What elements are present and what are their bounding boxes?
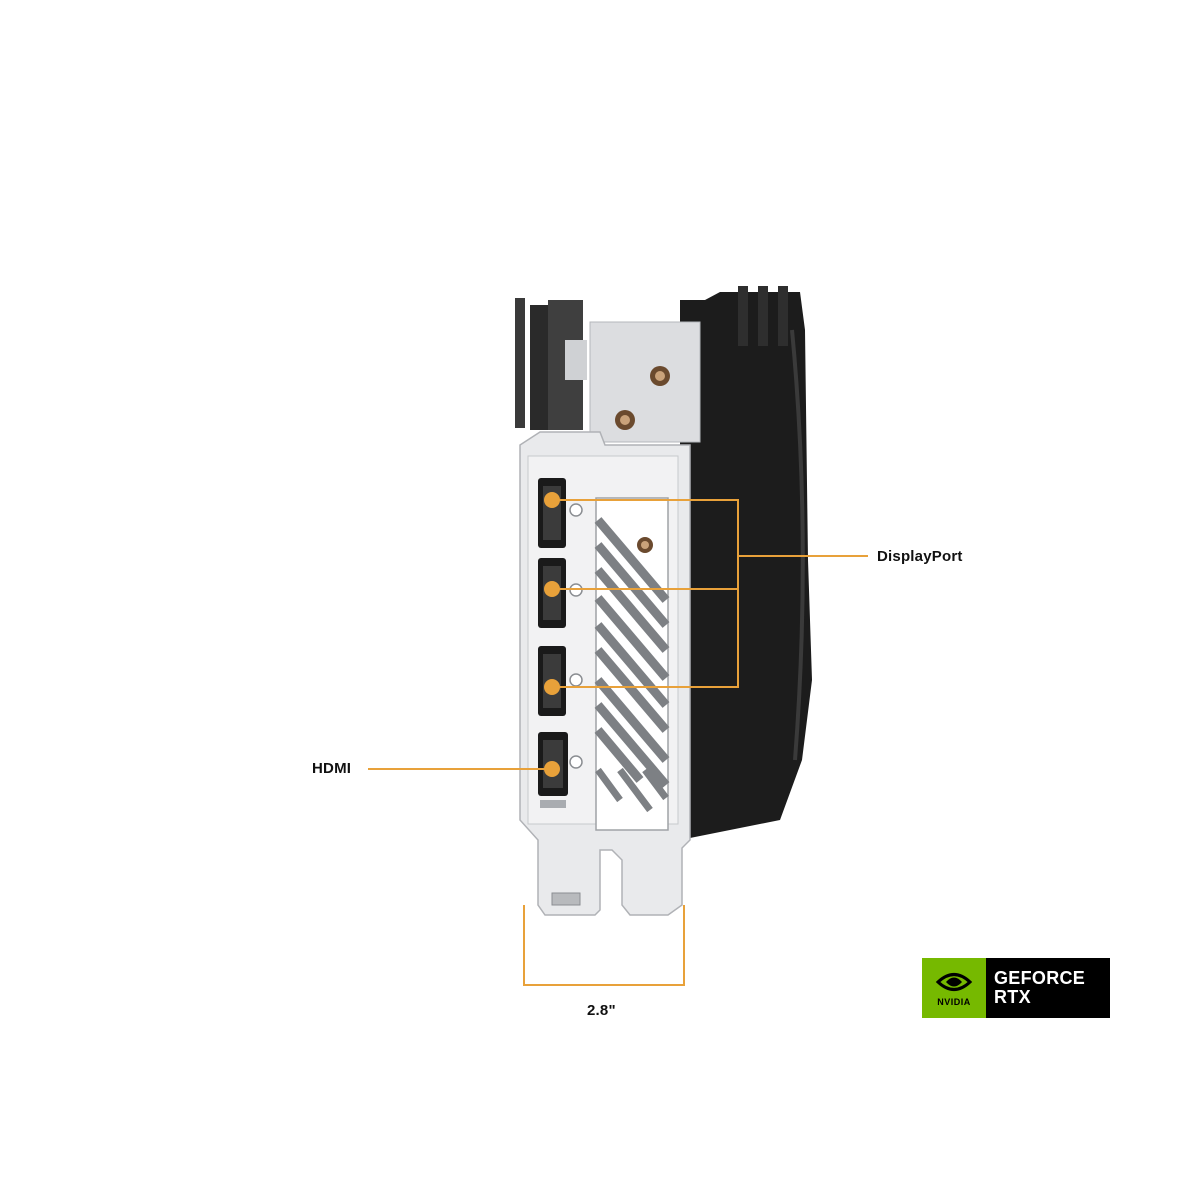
callout-lines — [368, 499, 868, 986]
cooler-shroud — [680, 286, 812, 840]
displayport-1 — [538, 478, 566, 548]
badge-line-rtx: RTX — [994, 987, 1031, 1007]
nvidia-wordmark: NVIDIA — [937, 997, 971, 1007]
geforce-rtx-badge: NVIDIA GEFORCE RTX — [922, 958, 1110, 1018]
vent-grille — [594, 497, 670, 831]
port-icon — [544, 581, 560, 597]
badge-text: GEFORCE RTX — [986, 958, 1110, 1018]
nvidia-eye-icon — [935, 973, 973, 991]
badge-line-geforce: GEFORCE — [994, 968, 1086, 988]
port-icon — [544, 761, 560, 777]
port-icon — [544, 679, 560, 695]
heatsink-fins — [515, 298, 587, 430]
bracket-width-label: 2.8" — [587, 1002, 616, 1019]
upper-plate — [589, 321, 701, 443]
port-icon — [544, 492, 560, 508]
hdmi-label: HDMI — [312, 760, 352, 777]
displayport-label: DisplayPort — [877, 548, 963, 565]
port-markers — [544, 492, 560, 777]
nvidia-logo: NVIDIA — [922, 958, 986, 1018]
